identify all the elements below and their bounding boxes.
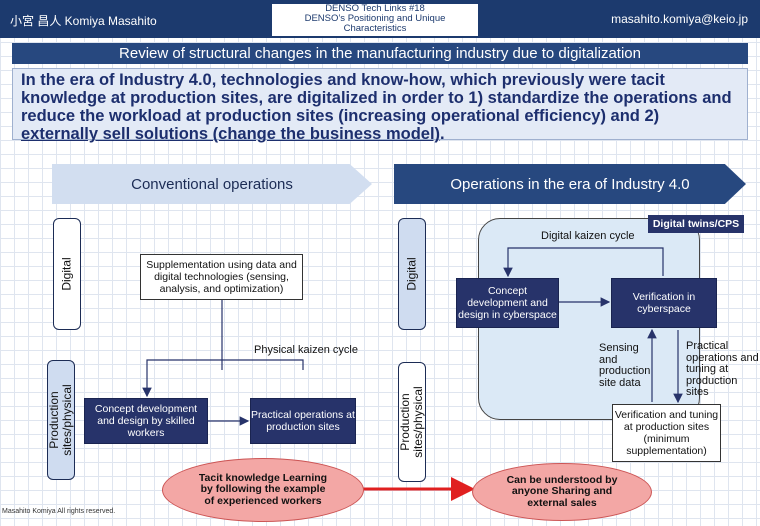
sensing-label: Sensing and production site data [599,342,651,389]
title-line-3: Characteristics [343,23,407,34]
summary-part-2: . [440,125,445,143]
digital-kaizen-label: Digital kaizen cycle [541,230,635,242]
slide-title-box: DENSO Tech Links #18 DENSO’s Positioning… [271,3,479,37]
cyber-verification-box: Verification in cyberspace [611,278,717,328]
conventional-concept-box: Concept development and design by skille… [84,398,208,444]
author-name: 小宮 昌人 Komiya Masahito [10,14,157,28]
industry40-production-label: Production sites/physical [398,362,426,482]
copyright-footer: Masahito Komiya All rights reserved. [2,508,116,515]
kaizen-loop-line [142,359,304,398]
physical-kaizen-label: Physical kaizen cycle [254,344,358,356]
summary-part-1: In the era of Industry 4.0, technologies… [21,71,732,125]
verification-tuning-box: Verification and tuning at production si… [612,404,721,462]
digital-twins-label: Digital twins/CPS [648,215,744,233]
industry40-digital-label: Digital [398,218,426,330]
title-line-2: DENSO’s Positioning and Unique [304,13,446,24]
cyber-concept-box: Concept development and design in cybers… [456,278,559,328]
summary-text: In the era of Industry 4.0, technologies… [12,68,748,143]
title-line-1: DENSO Tech Links #18 [325,3,425,14]
author-email: masahito.komiya@keio.jp [611,12,748,26]
industry40-heading: Operations in the era of Industry 4.0 [394,164,746,204]
digital-loop-line [503,247,664,278]
tacit-knowledge-oval: Tacit knowledge Learning by following th… [162,458,364,522]
conventional-production-label: Production sites/physical [47,360,75,480]
conventional-practical-box: Practical operations at production sites [250,398,356,444]
understood-oval: Can be understood by anyone Sharing and … [472,463,652,521]
conventional-digital-label: Digital [53,218,81,330]
review-title: Review of structural changes in the manu… [12,43,748,64]
practical-tuning-label: Practical operations and tuning at produ… [686,340,759,398]
conventional-heading: Conventional operations [52,164,372,204]
summary-underlined: externally sell solutions (change the bu… [21,125,441,143]
supplementation-box: Supplementation using data and digital t… [140,254,303,300]
